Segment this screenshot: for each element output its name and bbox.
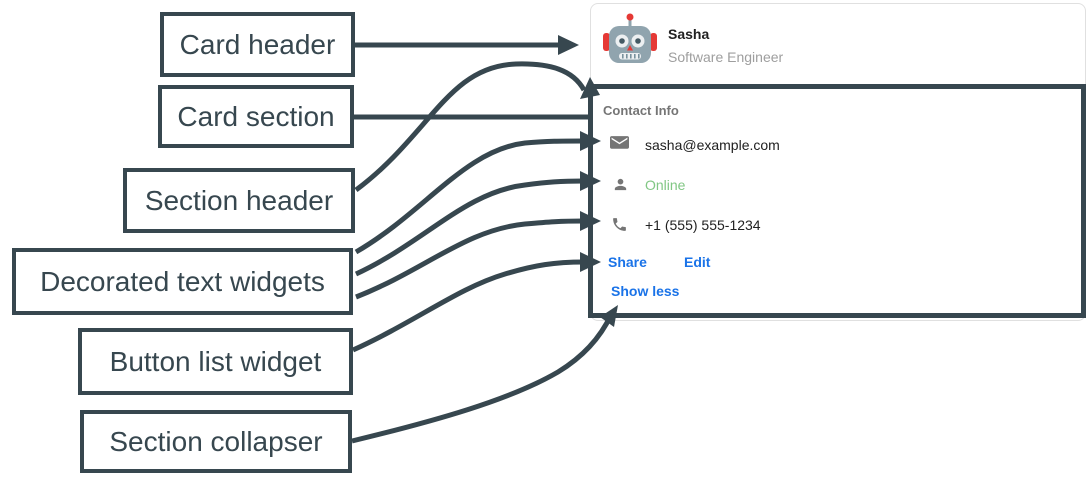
callout-button-list-widget: Button list widget <box>78 328 353 395</box>
robot-avatar-icon <box>602 11 658 67</box>
person-role: Software Engineer <box>668 49 784 65</box>
section-header-arrow <box>354 61 600 193</box>
callout-section-header: Section header <box>123 168 355 233</box>
profile-card <box>590 3 1086 321</box>
share-button[interactable]: Share <box>608 254 647 270</box>
card-section-frame <box>588 84 1086 318</box>
mail-icon <box>610 136 629 152</box>
status-text: Online <box>645 177 686 193</box>
phone-icon <box>611 216 628 233</box>
email-text: sasha@example.com <box>645 137 780 153</box>
callout-section-collapser: Section collapser <box>80 410 352 473</box>
decorated-text-arrow-phone <box>355 211 601 300</box>
card-header-arrow <box>355 35 579 55</box>
phone-text: +1 (555) 555-1234 <box>645 217 761 233</box>
decorated-text-arrow-email <box>354 131 601 255</box>
callout-card-header: Card header <box>160 12 355 77</box>
decorated-text-arrow-status <box>354 171 601 277</box>
button-list-arrow <box>351 252 601 353</box>
show-less-button[interactable]: Show less <box>611 283 680 299</box>
callout-decorated-text-widgets: Decorated text widgets <box>12 248 353 315</box>
person-name: Sasha <box>668 26 710 42</box>
section-header-title: Contact Info <box>603 103 679 118</box>
section-collapser-arrow <box>351 305 618 444</box>
edit-button[interactable]: Edit <box>684 254 711 270</box>
callout-card-section: Card section <box>158 85 354 148</box>
person-icon <box>612 176 629 193</box>
